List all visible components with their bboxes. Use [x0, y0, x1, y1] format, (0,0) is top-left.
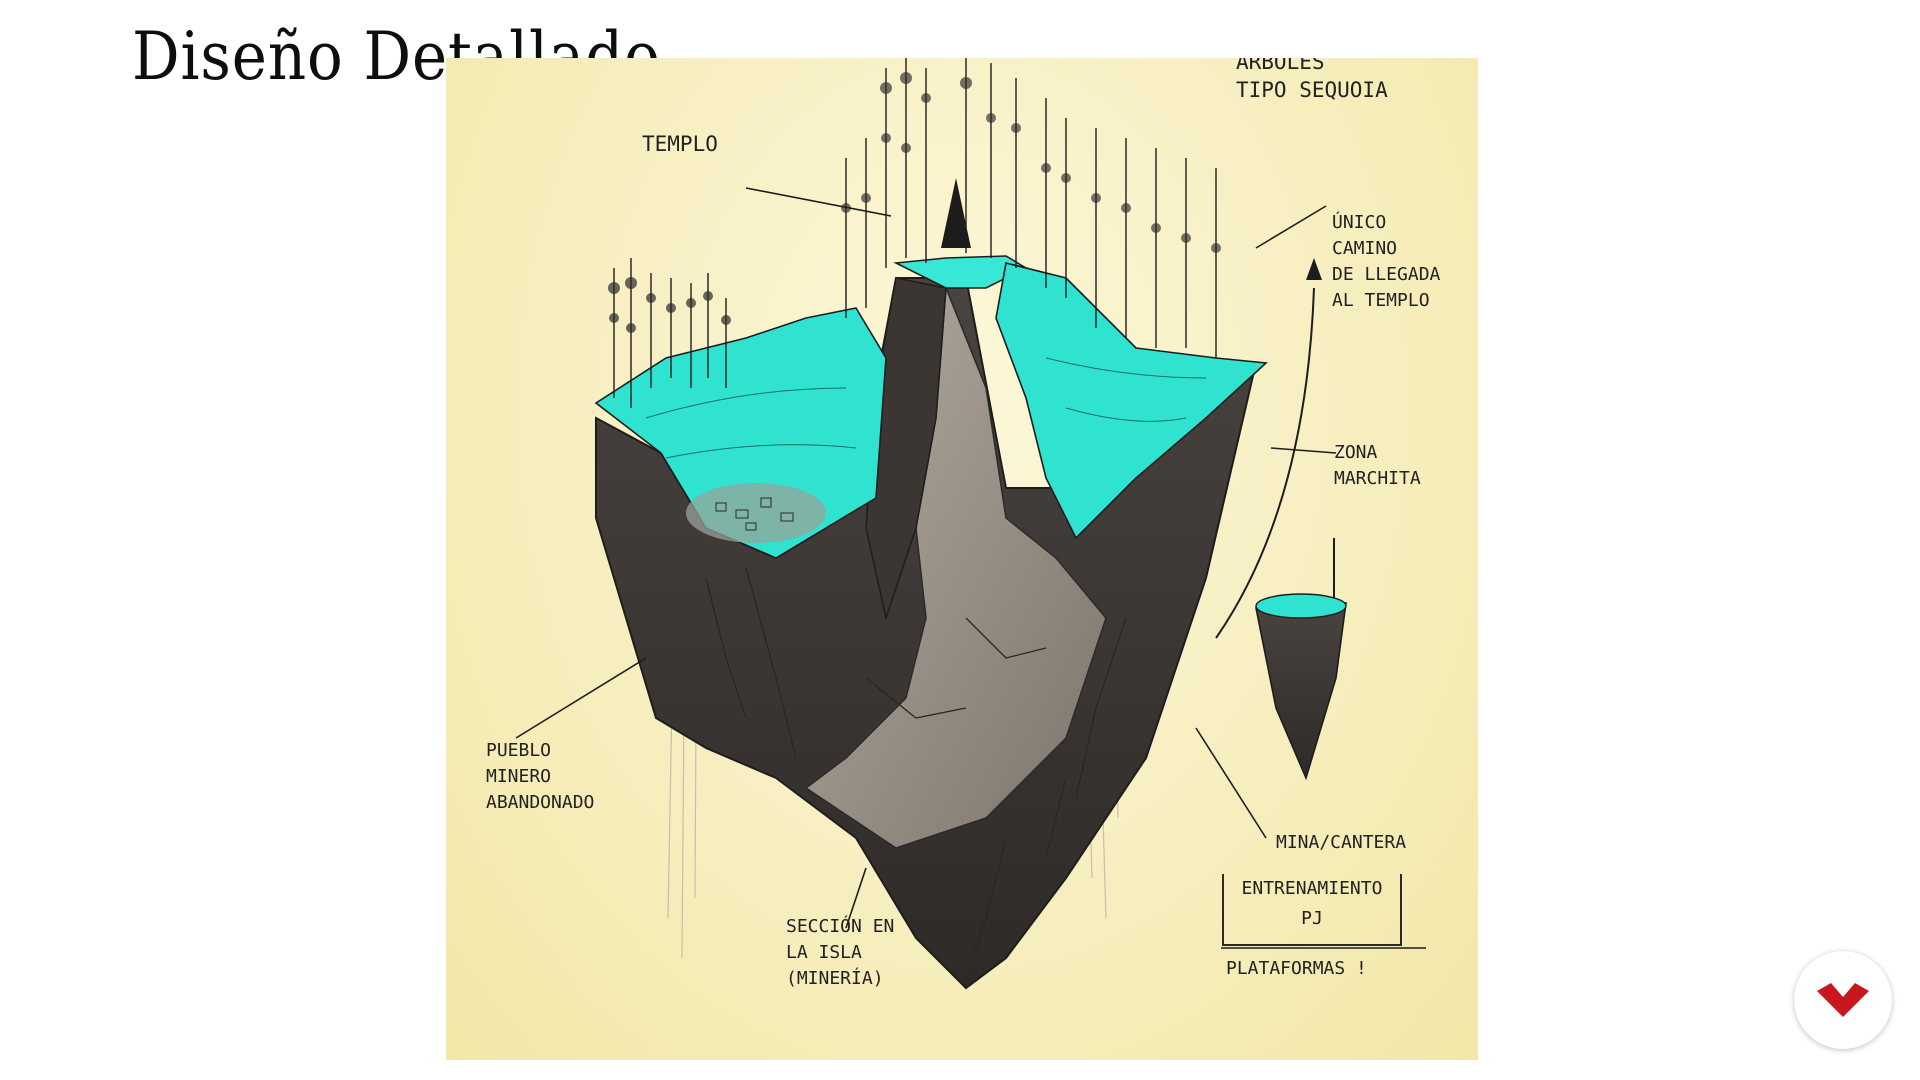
label-arboles: Árboles tipo sequoia	[1236, 58, 1388, 102]
leader-lines	[515, 187, 1426, 949]
path-arrow	[1215, 287, 1315, 639]
village-patch	[686, 483, 826, 543]
village-houses	[715, 497, 794, 531]
small-floating-platform	[1255, 538, 1347, 781]
turquoise-plateaus	[594, 255, 1268, 559]
sequoia-foliage-left	[608, 277, 731, 333]
path-arrowhead	[1306, 258, 1322, 280]
label-pj: PJ	[1301, 908, 1323, 929]
label-camino: Único camino de llegada al Templo	[1332, 212, 1441, 311]
sequoia-foliage-top	[841, 72, 1221, 253]
label-zona: Zona marchita	[1334, 442, 1421, 489]
brand-logo-button[interactable]	[1794, 951, 1892, 1049]
label-mina: Mina/cantera	[1276, 832, 1407, 853]
island-concept-sketch: Árboles tipo sequoia Templo Único camino…	[446, 58, 1478, 1060]
label-pueblo: Pueblo minero abandonado	[486, 740, 595, 813]
label-templo: Templo	[642, 132, 718, 156]
label-seccion: Sección en la isla (minería)	[786, 916, 895, 989]
floating-island-drawing	[515, 58, 1426, 990]
label-entrenamiento: Entrenamiento	[1241, 878, 1383, 899]
red-chevron-logo-icon	[1817, 983, 1869, 1017]
training-box: Entrenamiento PJ	[1222, 874, 1402, 946]
temple-spire	[941, 178, 971, 248]
label-plataformas: Plataformas !	[1226, 958, 1367, 979]
